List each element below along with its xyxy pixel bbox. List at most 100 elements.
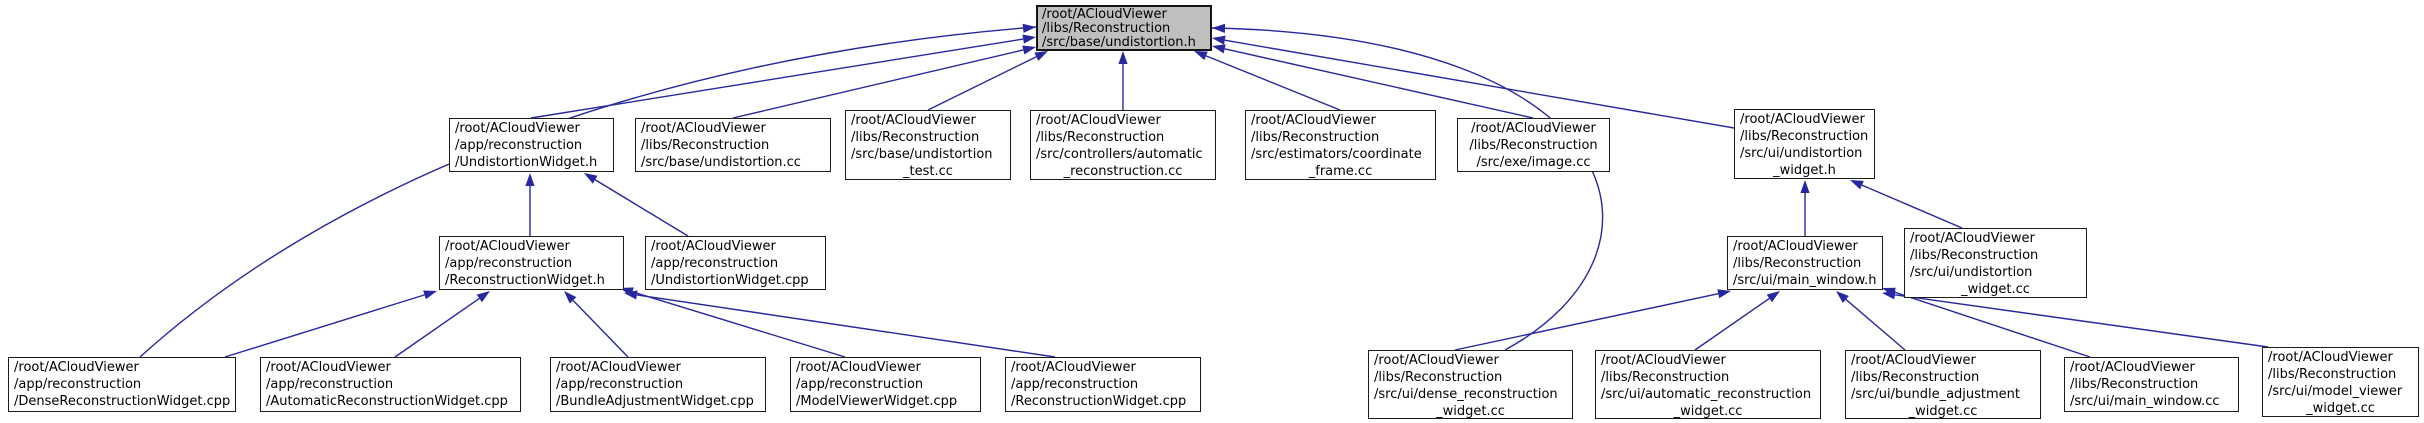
- graph-node-ui-undistortion-widget-cc[interactable]: /root/ACloudViewer/libs/Reconstruction/s…: [1904, 228, 2087, 298]
- graph-node-ReconstructionWidget-cpp[interactable]: /root/ACloudViewer/app/reconstruction/Re…: [1005, 357, 1201, 412]
- node-label-line: /libs/Reconstruction: [2268, 367, 2397, 382]
- node-label-line: /src/base/undistortion: [851, 147, 993, 162]
- edge-ui-undistortion-widget-h-to-undistortion-h: [1224, 39, 1735, 129]
- edge-ui-dense-reconstruction-widget-cc-to-main-window-h: [1454, 293, 1719, 351]
- graph-node-ReconstructionWidget-h[interactable]: /root/ACloudViewer/app/reconstruction/Re…: [439, 236, 624, 290]
- node-label-line: /app/reconstruction: [14, 377, 142, 392]
- graph-node-ui-bundle-adjustment-widget-cc[interactable]: /root/ACloudViewer/libs/Reconstruction/s…: [1845, 350, 2041, 419]
- node-label-line: /libs/Reconstruction: [1733, 256, 1862, 271]
- edge-undistortion-cc-to-undistortion-h: [732, 49, 1024, 119]
- node-label-line: /root/ACloudViewer: [445, 239, 570, 254]
- node-label-line: /ModelViewerWidget.cpp: [796, 394, 958, 409]
- node-label-line: _test.cc: [903, 164, 953, 179]
- node-label-line: /root/ACloudViewer: [1042, 7, 1167, 22]
- node-label-line: /app/reconstruction: [266, 377, 394, 392]
- node-label-line: /app/reconstruction: [1011, 377, 1139, 392]
- arrowhead: [1034, 51, 1048, 61]
- edge-main-window-cc-to-main-window-h: [1894, 291, 2091, 358]
- node-label-line: /root/ACloudViewer: [1036, 113, 1161, 128]
- edge-ui-automatic-reconstruction-widget-cc-to-main-window-h: [1694, 297, 1770, 351]
- node-label-line: /libs/Reconstruction: [851, 130, 980, 145]
- graph-node-UndistortionWidget-cpp[interactable]: /root/ACloudViewer/app/reconstruction/Un…: [645, 236, 826, 290]
- node-label-line: /libs/Reconstruction: [1374, 370, 1503, 385]
- arrowhead: [624, 290, 638, 300]
- graph-node-DenseReconstructionWidget-cpp[interactable]: /root/ACloudViewer/app/reconstruction/De…: [8, 357, 236, 412]
- graph-node-main-window-cc[interactable]: /root/ACloudViewer/libs/Reconstruction/s…: [2064, 357, 2239, 412]
- graph-node-BundleAdjustmentWidget-cpp[interactable]: /root/ACloudViewer/app/reconstruction/Bu…: [550, 357, 766, 412]
- node-label-line: /app/reconstruction: [796, 377, 924, 392]
- node-label-line: _widget.cc: [2306, 401, 2375, 416]
- node-label-line: /root/ACloudViewer: [1601, 353, 1726, 368]
- graph-node-automatic-reconstruction-cc[interactable]: /root/ACloudViewer/libs/Reconstruction/s…: [1030, 110, 1216, 180]
- arrowhead: [1850, 180, 1864, 190]
- arrowhead: [423, 290, 437, 300]
- node-label-line: /libs/Reconstruction: [1469, 138, 1598, 153]
- node-label-line: /root/ACloudViewer: [851, 113, 976, 128]
- graph-node-ui-dense-reconstruction-widget-cc[interactable]: /root/ACloudViewer/libs/Reconstruction/s…: [1368, 350, 1573, 419]
- edge-ui-bundle-adjustment-widget-cc-to-main-window-h: [1845, 298, 1906, 351]
- arrowhead: [1212, 35, 1226, 45]
- node-label-line: _reconstruction.cc: [1063, 164, 1183, 179]
- arrowhead: [564, 291, 577, 304]
- node-label-line: /BundleAdjustmentWidget.cpp: [556, 394, 754, 409]
- node-label-line: /libs/Reconstruction: [1851, 370, 1980, 385]
- edge-BundleAdjustmentWidget-cpp-to-ReconstructionWidget-h: [572, 299, 629, 358]
- node-label-line: /root/ACloudViewer: [1011, 360, 1136, 375]
- node-label-line: /root/ACloudViewer: [1374, 353, 1499, 368]
- node-label-line: /libs/Reconstruction: [2070, 377, 2199, 392]
- node-label-line: /root/ACloudViewer: [641, 121, 766, 136]
- arrowhead: [1836, 291, 1849, 303]
- node-label-line: /libs/Reconstruction: [1042, 21, 1171, 36]
- arrowhead: [584, 173, 598, 184]
- graph-node-ui-model-viewer-widget-cc[interactable]: /root/ACloudViewer/libs/Reconstruction/s…: [2262, 347, 2419, 417]
- node-label-line: /ReconstructionWidget.cpp: [1011, 394, 1187, 409]
- arrowhead: [1717, 289, 1731, 299]
- graph-node-undistortion-test-cc[interactable]: /root/ACloudViewer/libs/Reconstruction/s…: [845, 110, 1011, 180]
- node-label-line: /root/ACloudViewer: [2070, 360, 2195, 375]
- graph-node-undistortion-cc[interactable]: /root/ACloudViewer/libs/Reconstruction/s…: [635, 118, 831, 172]
- arrowhead: [1022, 34, 1036, 44]
- node-label-line: /root/ACloudViewer: [796, 360, 921, 375]
- graph-node-undistortion-h[interactable]: /root/ACloudViewer/libs/Reconstruction/s…: [1036, 5, 1212, 51]
- edge-DenseReconstructionWidget-cpp-to-undistortion-h: [139, 26, 1037, 358]
- graph-node-UndistortionWidget-h[interactable]: /root/ACloudViewer/app/reconstruction/Un…: [449, 118, 614, 172]
- node-label-line: /src/base/undistortion.h: [1042, 35, 1196, 50]
- node-label-line: /root/ACloudViewer: [556, 360, 681, 375]
- arrowhead: [1800, 180, 1810, 193]
- edge-ReconstructionWidget-cpp-to-ReconstructionWidget-h: [636, 294, 1056, 358]
- node-label-line: /src/ui/undistortion: [1910, 265, 2033, 280]
- node-label-line: _widget.cc: [1908, 404, 1978, 419]
- arrowhead: [1022, 45, 1036, 55]
- node-label-line: _widget.h: [1773, 163, 1836, 178]
- node-label-line: /libs/Reconstruction: [1910, 248, 2039, 263]
- node-label-line: /app/reconstruction: [445, 256, 573, 271]
- arrowhead: [1212, 44, 1226, 54]
- node-label-line: /UndistortionWidget.h: [455, 155, 598, 170]
- arrowhead: [525, 173, 535, 186]
- node-label-line: /libs/Reconstruction: [641, 138, 770, 153]
- graph-node-ui-automatic-reconstruction-widget-cc[interactable]: /root/ACloudViewer/libs/Reconstruction/s…: [1595, 350, 1821, 419]
- graph-node-image-cc[interactable]: /root/ACloudViewer/libs/Reconstruction/s…: [1457, 118, 1610, 172]
- node-label-line: /root/ACloudViewer: [1740, 112, 1865, 127]
- node-label-line: /libs/Reconstruction: [1251, 130, 1380, 145]
- node-label-line: /root/ACloudViewer: [14, 360, 139, 375]
- graph-node-ModelViewerWidget-cpp[interactable]: /root/ACloudViewer/app/reconstruction/Mo…: [790, 357, 981, 412]
- node-label-line: /src/ui/undistortion: [1740, 146, 1863, 161]
- node-label-line: /src/ui/bundle_adjustment: [1851, 387, 2020, 402]
- graph-node-AutomaticReconstructionWidget-cpp[interactable]: /root/ACloudViewer/app/reconstruction/Au…: [260, 357, 521, 412]
- node-label-line: /src/ui/main_window.h: [1733, 273, 1877, 288]
- node-label-line: _frame.cc: [1308, 164, 1373, 179]
- node-label-line: _widget.cc: [1961, 282, 2030, 297]
- node-label-line: /src/ui/automatic_reconstruction: [1601, 387, 1812, 402]
- graph-node-coordinate-frame-cc[interactable]: /root/ACloudViewer/libs/Reconstruction/s…: [1245, 110, 1436, 180]
- node-label-line: _widget.cc: [1673, 404, 1743, 419]
- node-label-line: /DenseReconstructionWidget.cpp: [14, 394, 231, 409]
- graph-node-main-window-h[interactable]: /root/ACloudViewer/libs/Reconstruction/s…: [1727, 236, 1883, 290]
- node-label-line: _widget.cc: [1436, 404, 1505, 419]
- arrowhead: [476, 291, 490, 303]
- node-label-line: /src/ui/main_window.cc: [2070, 394, 2220, 409]
- graph-node-ui-undistortion-widget-h[interactable]: /root/ACloudViewer/libs/Reconstruction/s…: [1734, 109, 1875, 179]
- node-label-line: /root/ACloudViewer: [1910, 231, 2035, 246]
- node-label-line: /src/controllers/automatic: [1036, 147, 1203, 162]
- node-label-line: /root/ACloudViewer: [266, 360, 391, 375]
